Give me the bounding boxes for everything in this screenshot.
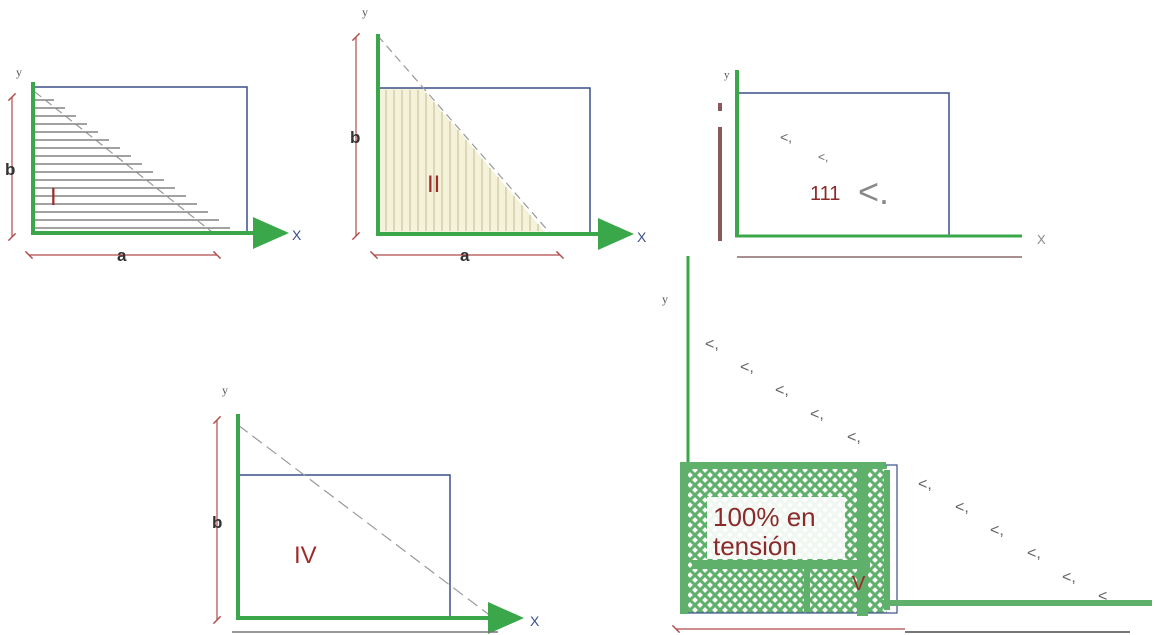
- panel-2-region-label: II: [427, 171, 440, 198]
- panel-5-mark-9: <,: [1027, 545, 1041, 562]
- panel-4-rectangle: [237, 474, 451, 618]
- panel-4-x-label: X: [530, 613, 540, 629]
- panel-2-stress-area: [378, 88, 545, 232]
- panel-5-region-label: V: [852, 573, 866, 595]
- panel-1-y-label: y: [16, 65, 22, 79]
- panel-3-x-label: X: [1037, 232, 1046, 247]
- panel-2-width-label: a: [460, 246, 470, 265]
- panel-3-y-label: y: [724, 69, 730, 81]
- panel-1: y X b a I: [5, 65, 302, 265]
- panel-3-region-label: 111: [810, 183, 840, 205]
- panel-5-mark-8: <,: [990, 522, 1004, 539]
- panel-2-x-label: X: [637, 229, 647, 245]
- panel-3-rectangle: [736, 92, 950, 237]
- panel-2-vertical-hatch: [385, 90, 539, 231]
- panel-4-stress-line: [237, 424, 493, 618]
- panel-3-mark-2: <,: [818, 150, 828, 164]
- panel-4-region-label: IV: [294, 542, 317, 569]
- panel-1-region-label: I: [50, 184, 57, 211]
- panel-1-width-label: a: [117, 246, 127, 265]
- panel-2-y-label: y: [362, 5, 368, 19]
- panel-5-mark-1: <,: [705, 336, 719, 353]
- panel-1-horizontal-hatch: [35, 99, 230, 229]
- panel-3: y X <, <, <. 111: [718, 69, 1046, 258]
- panel-2: y X b: [350, 5, 647, 265]
- panel-5-tension-bars: [680, 462, 890, 616]
- panel-5-mark-10: <,: [1062, 569, 1076, 586]
- panel-5-mark-3: <,: [775, 382, 789, 399]
- panel-5-tension-line-1: 100% en: [713, 502, 816, 532]
- panel-2-height-label: b: [350, 128, 360, 147]
- panel-3-mark-3: <.: [858, 171, 889, 212]
- panel-5-mark-11: <: [1098, 588, 1107, 605]
- panel-5-tension-line-2: tensión: [713, 531, 797, 561]
- panel-5-mark-2: <,: [740, 359, 754, 376]
- panel-2-stress-line: [377, 35, 551, 234]
- panel-4-y-label: y: [222, 383, 228, 397]
- panel-4-height-label: b: [212, 513, 222, 532]
- panel-1-x-label: X: [292, 227, 302, 243]
- panel-1-stress-line: [34, 91, 213, 233]
- panel-5-label-backdrop: [707, 497, 845, 559]
- panel-5-mark-5: <,: [847, 429, 861, 446]
- panel-5-mark-6: <,: [918, 476, 932, 493]
- panel-5: y <, <, <, <, <, <, <, <, <, <, < 100% e…: [662, 256, 1152, 634]
- panel-1-rectangle: [32, 86, 248, 234]
- panel-3-mark-1: <,: [780, 129, 792, 145]
- panel-1-height-label: b: [5, 160, 15, 179]
- panel-5-mark-7: <,: [955, 499, 969, 516]
- panel-5-mark-4: <,: [810, 406, 824, 423]
- panel-4: y X b IV: [212, 383, 540, 634]
- panel-5-y-label: y: [662, 292, 668, 306]
